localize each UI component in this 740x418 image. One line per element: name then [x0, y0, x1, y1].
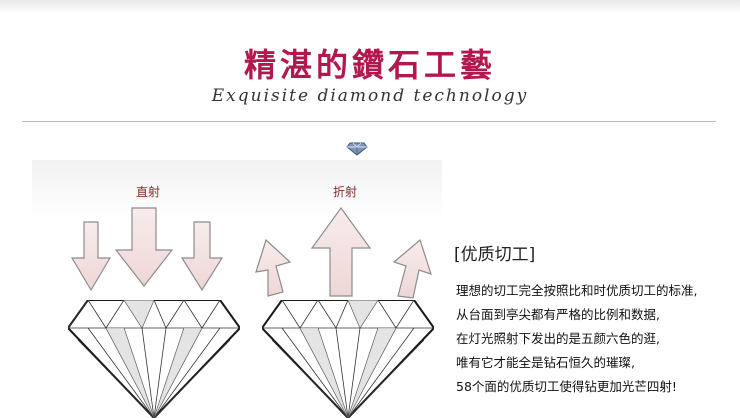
up-arrow-icon: [255, 238, 292, 297]
illustration-backdrop: [32, 160, 442, 220]
description-line: 58个面的优质切工使得钻更加光芒四射!: [456, 379, 677, 394]
down-arrow-icon: [114, 207, 174, 287]
diamond-illustration: [262, 300, 434, 418]
divider: [22, 121, 716, 122]
description-list: 理想的切工完全按照比和时优质切工的标准, 从台面到亭尖都有严格的比例和数据, 在…: [456, 282, 697, 402]
diamond-gem-icon: [346, 142, 368, 156]
diamond-illustration: [68, 300, 240, 418]
page-subtitle: Exquisite diamond technology: [211, 86, 529, 106]
direct-light-label: 直射: [136, 185, 161, 199]
description-line: 在灯光照射下发出的是五颜六色的逛,: [456, 331, 660, 346]
description-line: 从台面到亭尖都有严格的比例和数据,: [456, 307, 660, 322]
top-frame-shadow: [0, 0, 740, 14]
light-arrows: [70, 206, 432, 299]
down-arrow-icon: [70, 221, 112, 292]
up-arrow-icon: [392, 238, 432, 299]
page-title: 精湛的鑽石工藝: [243, 46, 496, 84]
section-heading: [优质切工]: [454, 245, 536, 265]
up-arrow-icon: [310, 206, 372, 297]
description-line: 唯有它才能全是钻石恒久的璀璨,: [456, 355, 635, 370]
description-line: 理想的切工完全按照比和时优质切工的标准,: [456, 283, 698, 298]
refracted-light-label: 折射: [333, 185, 358, 199]
down-arrow-icon: [180, 221, 224, 292]
